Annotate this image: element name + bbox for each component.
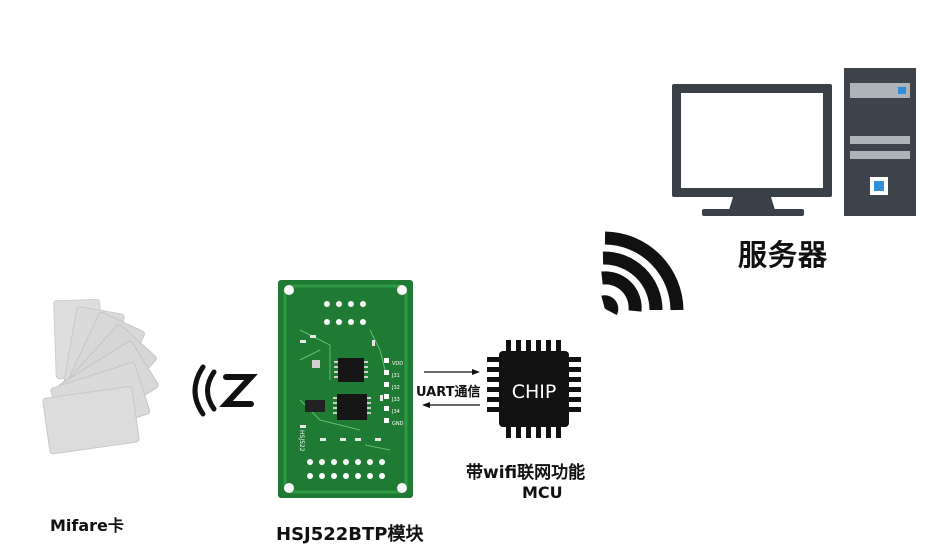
mcu-label-line2: MCU: [522, 483, 563, 502]
pcb-brand-label: HSJ522: [298, 430, 305, 452]
card-label: Mifare卡: [50, 516, 124, 535]
pcb-pin-label: J34: [391, 409, 400, 415]
nfc-signal-icon: [192, 364, 258, 417]
pcb-pin-label: VDD: [392, 361, 403, 367]
server-tower-icon: [844, 68, 916, 216]
pcb-pin-label: GND: [392, 421, 404, 427]
arrow-left-icon: [422, 402, 480, 408]
uart-label: UART通信: [416, 385, 481, 400]
server-monitor-icon: [672, 84, 832, 216]
pcb-pin-label: J32: [391, 385, 400, 391]
pcb-pin-label: J31: [391, 373, 400, 379]
mcu-label-line1: 带wifi联网功能: [466, 463, 586, 483]
pcb-pin-label: J33: [391, 397, 400, 403]
wifi-signal-icon: [601, 231, 684, 315]
chip-icon: CHIP: [487, 340, 581, 438]
module-label: HSJ522BTP模块: [276, 524, 424, 545]
card-stack-icon: [42, 298, 159, 455]
arrow-right-icon: [424, 369, 480, 375]
chip-label: CHIP: [512, 381, 557, 403]
pcb-module-icon: VDD J31 J32 J33 J34 GND HSJ522: [278, 280, 413, 498]
server-label: 服务器: [738, 238, 829, 272]
